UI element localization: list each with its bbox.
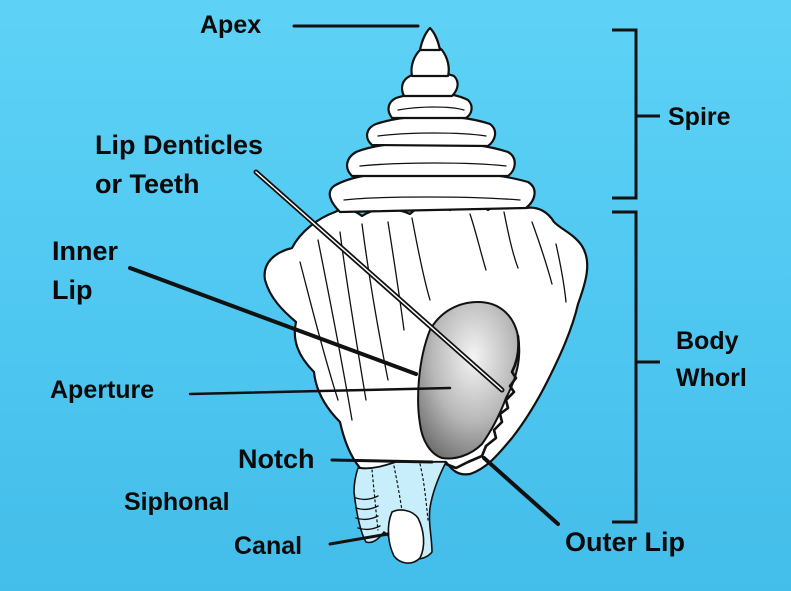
- outer-lip-leader: [482, 456, 560, 526]
- canal-coils: [355, 495, 381, 531]
- apex-tip: [418, 26, 442, 52]
- lip-denticles-leader-inner: [255, 171, 503, 391]
- shell-illustration: [263, 26, 589, 564]
- label-lip-denticles-line1: Lip Denticles: [95, 130, 264, 160]
- inner-lip-leader: [128, 266, 418, 376]
- label-apex: Apex: [200, 11, 262, 39]
- body-whorl-bracket: [612, 210, 638, 524]
- label-lip-denticles-line2: or Teeth: [95, 169, 200, 199]
- body-ribs: [299, 211, 567, 421]
- notch-leader: [330, 458, 434, 464]
- label-inner-lip-line1: Inner: [52, 236, 119, 266]
- canal-leader: [328, 532, 390, 546]
- canal-tip: [387, 509, 425, 564]
- label-inner-lip-line2: Lip: [52, 275, 93, 305]
- outer-lip-edge: [444, 334, 520, 470]
- aperture-leader: [188, 386, 452, 396]
- label-canal: Canal: [234, 532, 303, 560]
- label-outer-lip: Outer Lip: [565, 527, 685, 557]
- label-notch: Notch: [238, 444, 315, 474]
- label-spire: Spire: [668, 103, 731, 131]
- spire-bracket: [612, 28, 638, 200]
- spire-lines: [343, 106, 521, 201]
- spire-whorl-3: [366, 114, 497, 148]
- label-siphonal: Siphonal: [124, 488, 230, 516]
- label-body-whorl-line2: Whorl: [676, 364, 747, 392]
- label-aperture: Aperture: [50, 376, 155, 404]
- spire-whorl-2: [346, 140, 516, 178]
- label-body-whorl-line1: Body: [676, 327, 739, 355]
- leader-lines: [128, 24, 560, 546]
